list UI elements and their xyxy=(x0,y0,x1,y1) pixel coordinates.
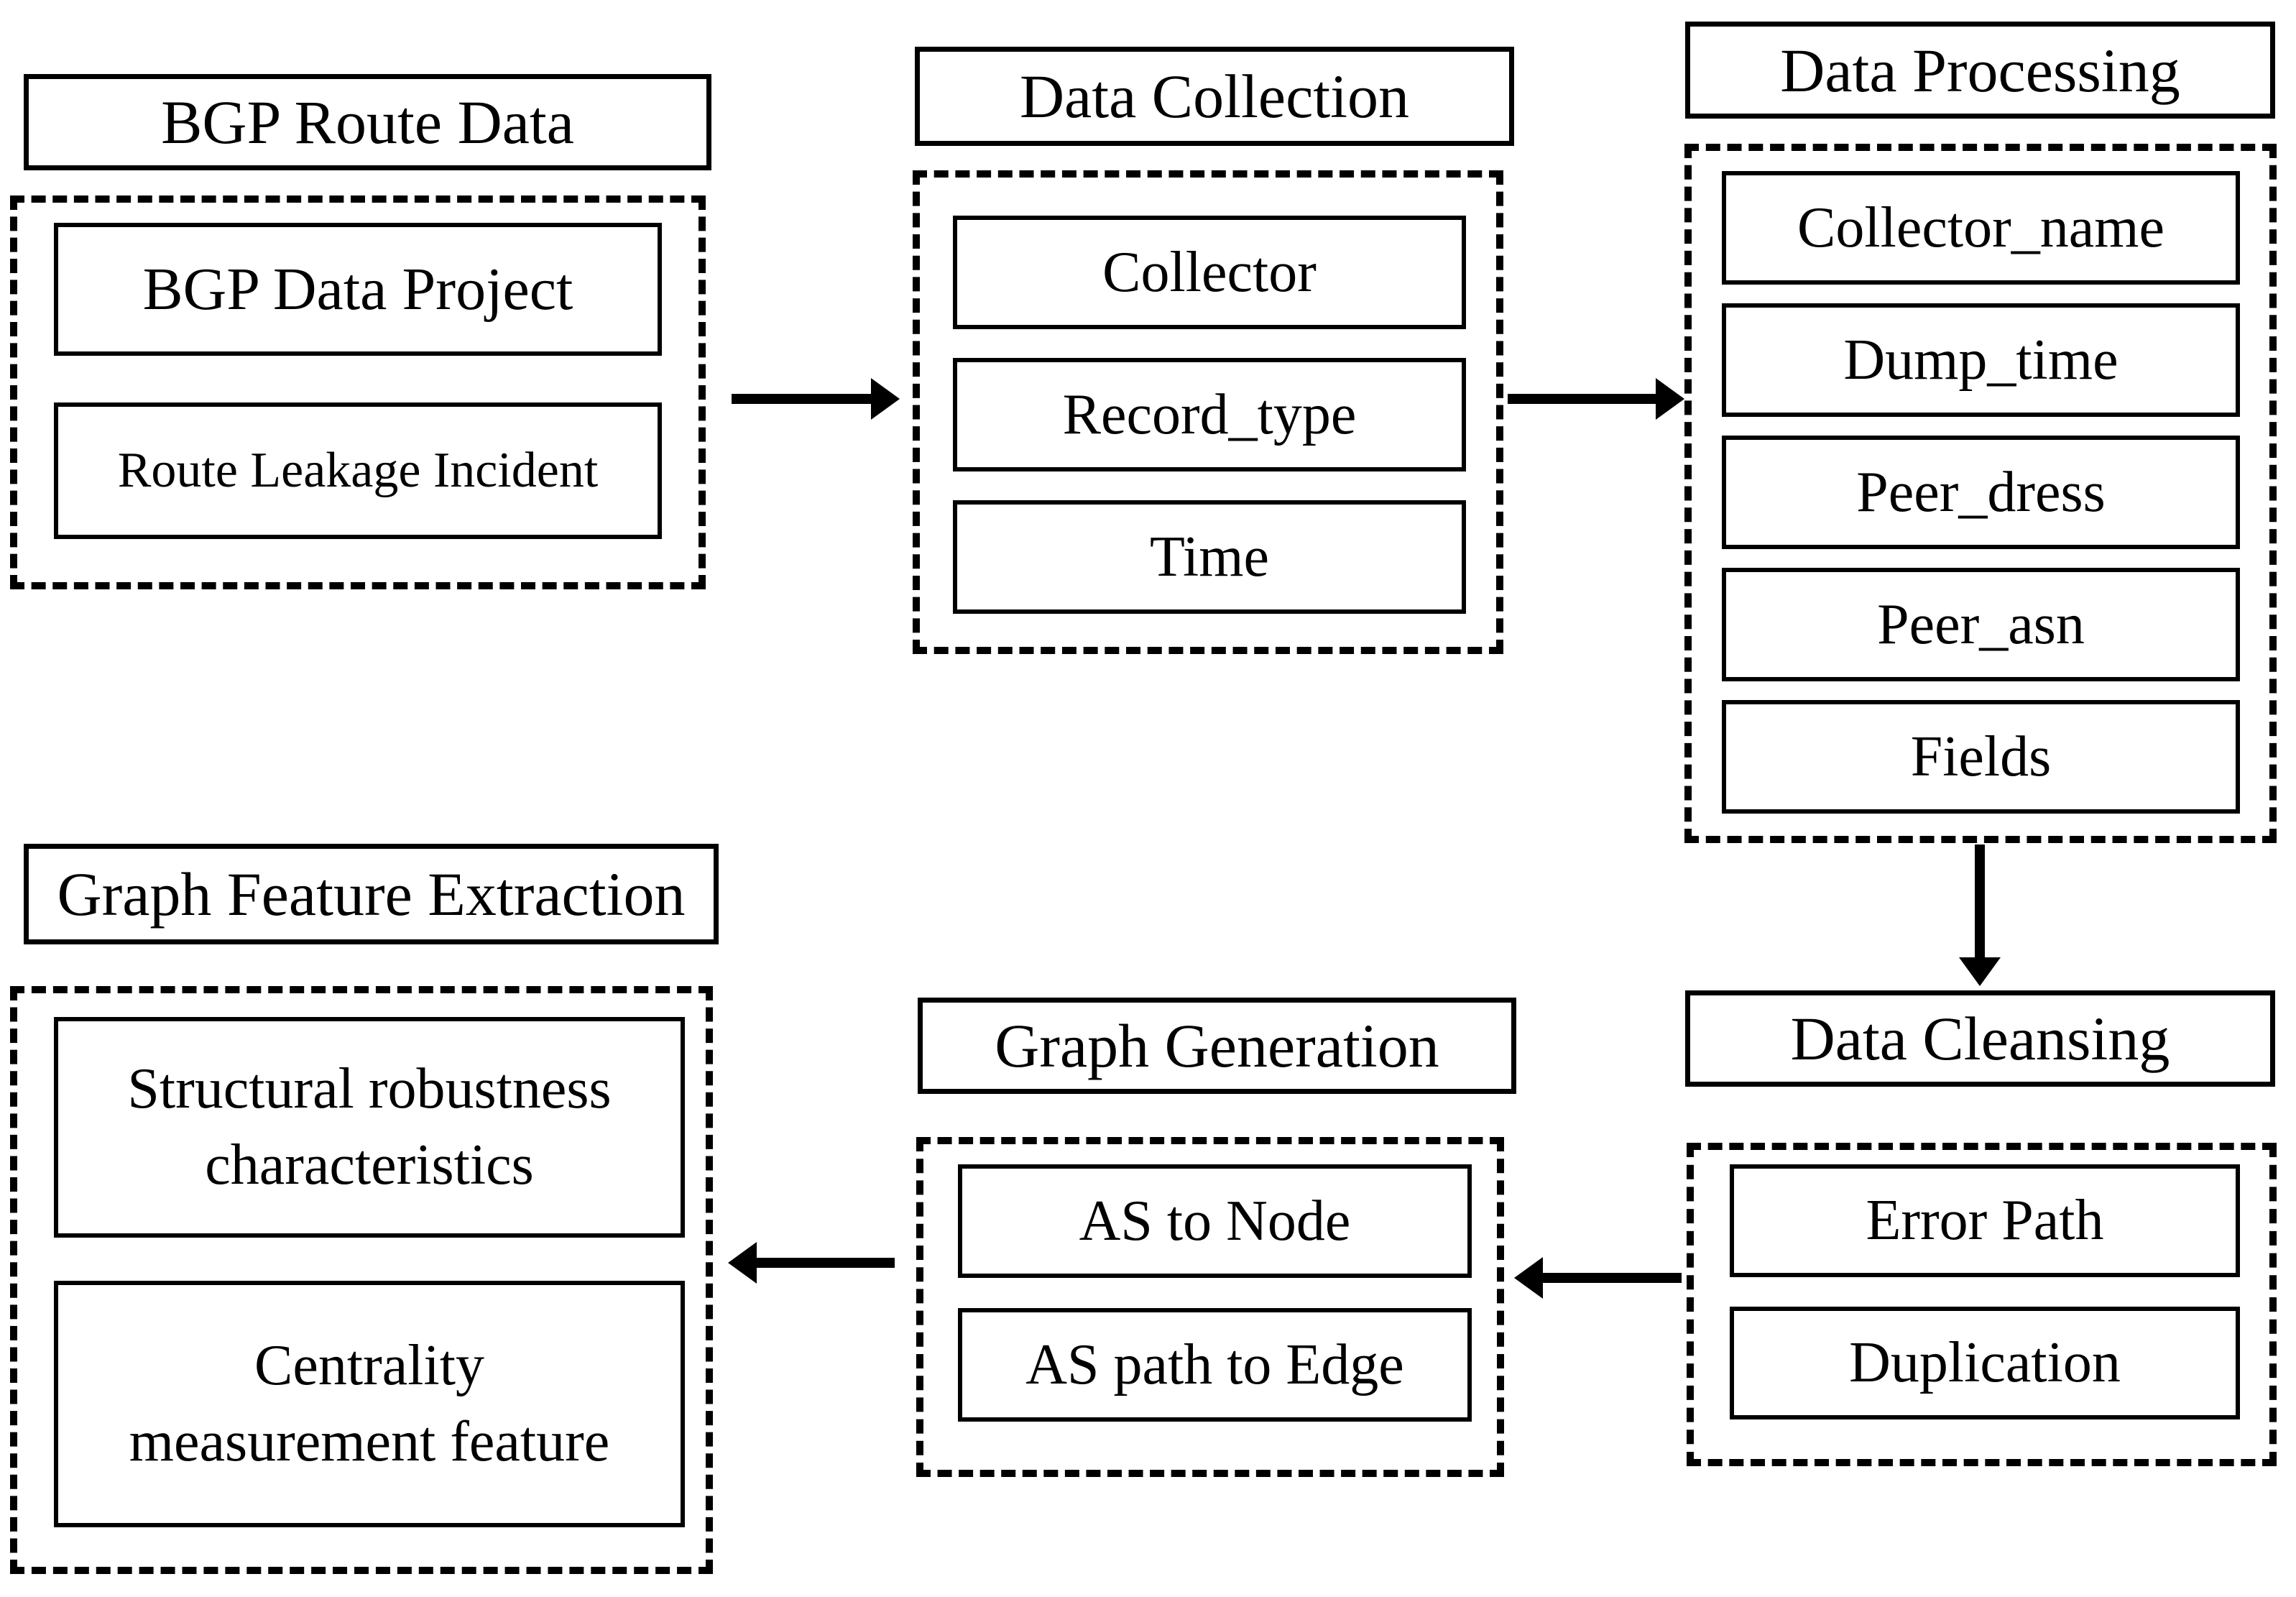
item-error-path-label: Error Path xyxy=(1866,1189,2104,1252)
item-bgp-data-project: BGP Data Project xyxy=(54,223,662,356)
item-bgp-data-project-label: BGP Data Project xyxy=(142,256,573,323)
item-time-label: Time xyxy=(1149,525,1269,589)
item-peer-dress: Peer_dress xyxy=(1722,436,2240,549)
item-as-path-to-edge: AS path to Edge xyxy=(958,1308,1472,1422)
item-as-to-node-label: AS to Node xyxy=(1079,1189,1351,1253)
title-data-cleansing: Data Cleansing xyxy=(1685,990,2275,1087)
container-graph-feature-extraction: Structural robustness characteristics Ce… xyxy=(10,986,713,1574)
arrow-right-head-icon xyxy=(1656,378,1684,420)
item-duplication: Duplication xyxy=(1730,1307,2240,1419)
item-route-leakage-incident: Route Leakage Incident xyxy=(54,402,662,539)
item-record-type: Record_type xyxy=(953,358,1466,471)
item-peer-asn-label: Peer_asn xyxy=(1877,592,2085,656)
item-dump-time-label: Dump_time xyxy=(1843,328,2119,392)
item-duplication-label: Duplication xyxy=(1849,1331,2121,1394)
item-as-to-node: AS to Node xyxy=(958,1164,1472,1278)
item-structural-robustness-label: Structural robustness characteristics xyxy=(127,1057,612,1197)
arrow-right-head-icon xyxy=(871,378,900,420)
item-error-path: Error Path xyxy=(1730,1164,2240,1277)
item-record-type-label: Record_type xyxy=(1062,382,1357,446)
title-data-collection: Data Collection xyxy=(915,47,1514,146)
title-graph-generation: Graph Generation xyxy=(918,998,1516,1094)
item-dump-time: Dump_time xyxy=(1722,303,2240,417)
item-peer-asn: Peer_asn xyxy=(1722,568,2240,681)
item-time: Time xyxy=(953,500,1466,614)
item-peer-dress-label: Peer_dress xyxy=(1856,460,2106,524)
container-data-cleansing: Error Path Duplication xyxy=(1687,1143,2277,1466)
arrow-left-head-icon xyxy=(728,1242,757,1284)
container-graph-generation: AS to Node AS path to Edge xyxy=(916,1137,1504,1477)
arrow-shaft xyxy=(757,1258,895,1268)
container-data-processing: Collector_name Dump_time Peer_dress Peer… xyxy=(1684,144,2277,843)
title-graph-feature-extraction: Graph Feature Extraction xyxy=(24,844,719,944)
arrow-left-head-icon xyxy=(1514,1257,1543,1299)
item-fields-label: Fields xyxy=(1910,724,2052,788)
item-fields: Fields xyxy=(1722,700,2240,814)
container-bgp-route-data: BGP Data Project Route Leakage Incident xyxy=(10,195,706,589)
item-as-path-to-edge-label: AS path to Edge xyxy=(1025,1333,1404,1396)
item-structural-robustness: Structural robustness characteristics xyxy=(54,1017,685,1238)
title-data-processing: Data Processing xyxy=(1685,22,2275,119)
title-bgp-route-data: BGP Route Data xyxy=(24,74,711,170)
item-collector-name: Collector_name xyxy=(1722,171,2240,285)
item-centrality-measurement-label: Centrality measurement feature xyxy=(129,1333,610,1473)
arrow-shaft xyxy=(1508,394,1656,404)
item-route-leakage-incident-label: Route Leakage Incident xyxy=(117,443,599,498)
item-collector: Collector xyxy=(953,216,1466,329)
item-collector-name-label: Collector_name xyxy=(1797,195,2164,259)
item-centrality-measurement: Centrality measurement feature xyxy=(54,1281,685,1527)
item-collector-label: Collector xyxy=(1102,240,1317,304)
arrow-shaft xyxy=(1975,844,1985,957)
arrow-shaft xyxy=(732,394,871,404)
container-data-collection: Collector Record_type Time xyxy=(913,170,1503,654)
arrow-shaft xyxy=(1543,1273,1682,1283)
arrow-down-head-icon xyxy=(1959,957,2001,986)
